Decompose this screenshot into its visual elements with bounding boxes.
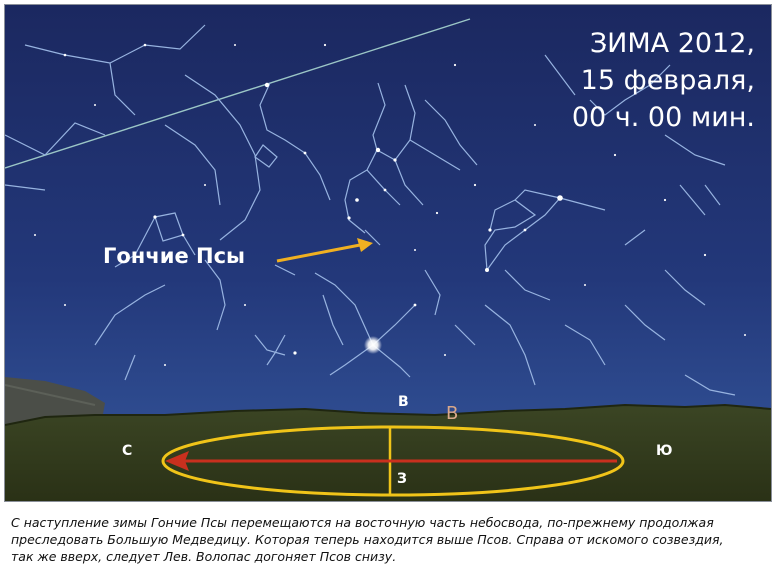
caption: С наступление зимы Гончие Псы перемещают… xyxy=(11,514,771,565)
pointer-arrow xyxy=(276,238,373,263)
direction-south: Ю xyxy=(656,443,673,459)
caption-line-3: так же вверх, следует Лев. Волопас догон… xyxy=(11,549,397,564)
caption-line-2: преследовать Большую Медведицу. Которая … xyxy=(11,532,724,547)
direction-west: З xyxy=(397,471,407,487)
date-time: 00 ч. 00 мин. xyxy=(571,102,755,133)
direction-north: С xyxy=(122,443,133,459)
sky-map-svg xyxy=(5,5,771,501)
direction-east: В xyxy=(398,394,409,410)
date-season: ЗИМА 2012, xyxy=(589,28,755,59)
ground xyxy=(5,405,771,501)
compass-arrow-head xyxy=(165,451,189,471)
sky-map: ЗИМА 2012, 15 февраля, 00 ч. 00 мин. Гон… xyxy=(4,4,772,502)
hill-ridge xyxy=(5,384,96,406)
left-hill xyxy=(5,377,105,425)
compass-ellipse xyxy=(161,425,625,497)
date-block: ЗИМА 2012, 15 февраля, 00 ч. 00 мин. xyxy=(572,25,755,136)
ecliptic-line xyxy=(5,18,471,169)
direction-east-alt: В xyxy=(446,403,459,424)
horizon-line xyxy=(5,403,771,426)
caption-line-1: С наступление зимы Гончие Псы перемещают… xyxy=(11,515,714,530)
stars xyxy=(34,43,746,366)
constellation-label: Гончие Псы xyxy=(103,244,246,268)
date-day: 15 февраля, xyxy=(580,65,755,96)
arcturus-star xyxy=(364,336,382,354)
